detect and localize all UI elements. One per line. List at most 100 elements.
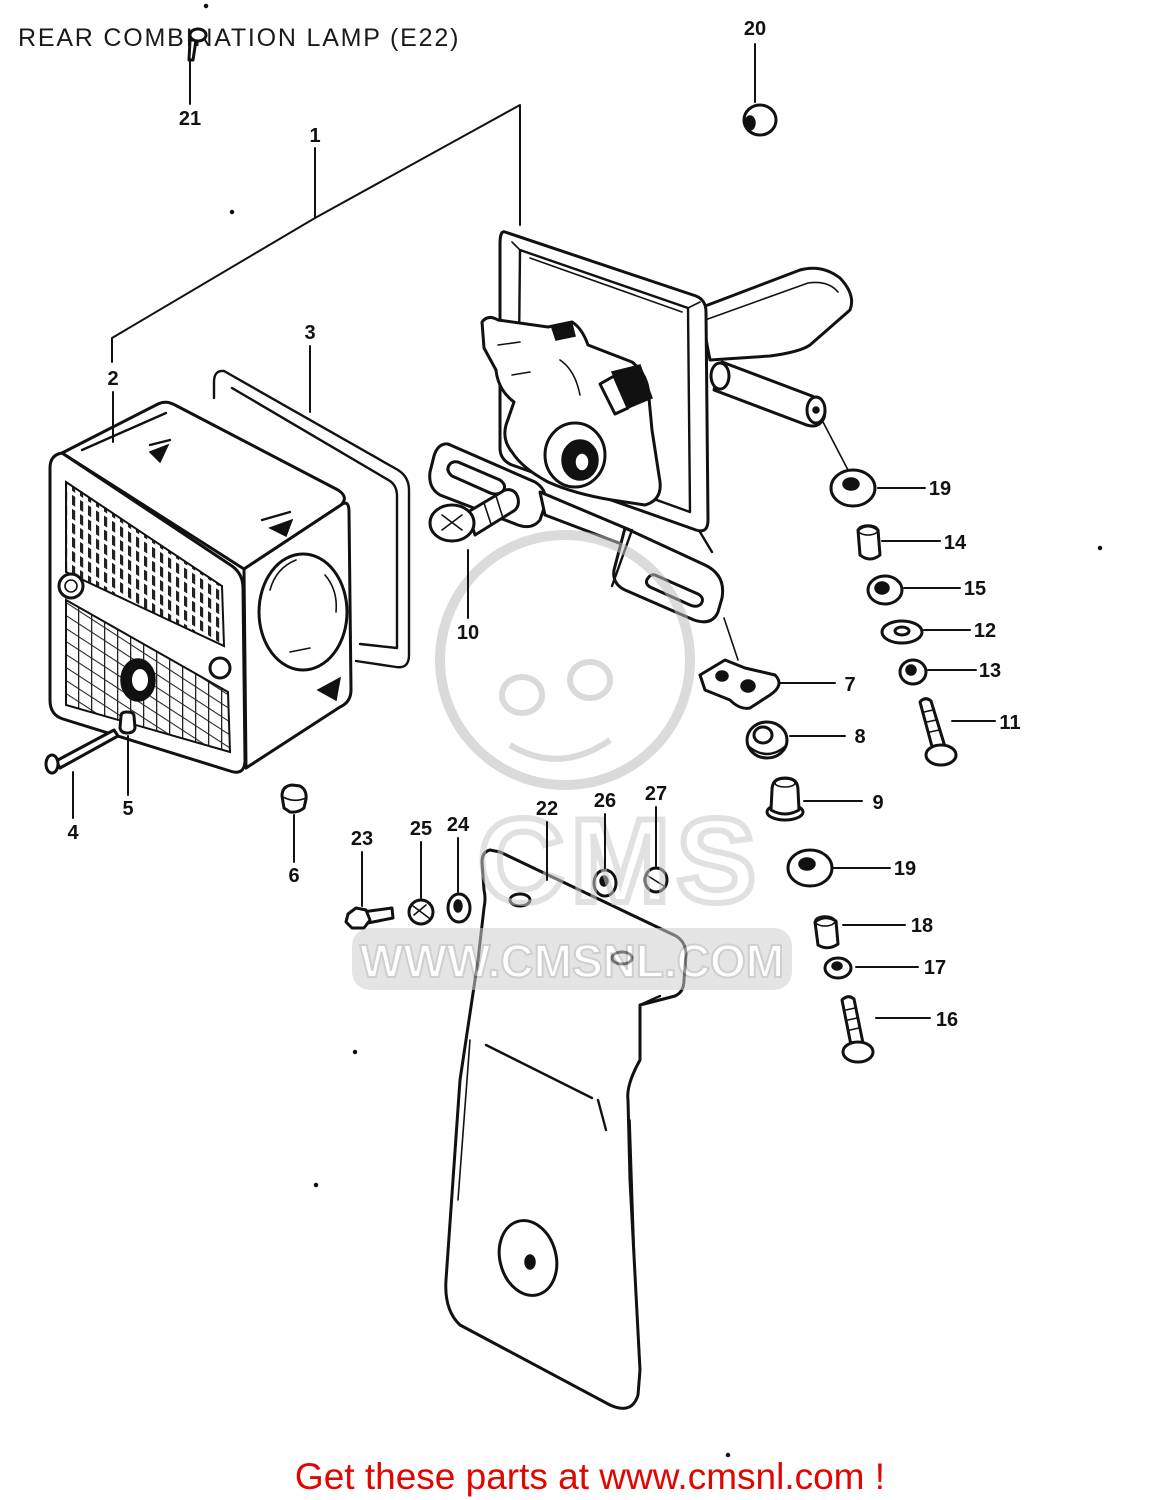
bolt-thread: [923, 709, 940, 733]
bracket-mount-hole-center: [524, 1254, 536, 1270]
washer-hole: [453, 899, 463, 913]
part-24-washer: [446, 892, 472, 924]
tube-centerline: [821, 419, 849, 471]
tube-start: [709, 361, 731, 391]
callout-21: 21: [179, 59, 201, 130]
callout-7: 7: [779, 674, 856, 696]
watermark-logo: CMS: [478, 794, 763, 928]
callout-label: 7: [844, 674, 855, 696]
cap-rim: [282, 796, 307, 802]
callout-label: 19: [929, 478, 951, 500]
bolt-thread: [845, 1007, 860, 1031]
callout-label: 22: [536, 798, 558, 820]
gasket-outer-edge: [212, 369, 411, 669]
part-9-collar: [765, 776, 805, 822]
bolt-head: [841, 1040, 875, 1064]
callout-label: 16: [936, 1009, 958, 1031]
callout-3: 3: [304, 322, 316, 413]
collar-top: [774, 778, 796, 788]
nut-hole: [874, 581, 890, 595]
callout-6: 6: [288, 814, 300, 887]
callout-25: 25: [410, 818, 432, 899]
bulb-base: [466, 488, 520, 537]
watermark: CMS WWW.CMSNL.COM: [352, 530, 792, 990]
watermark-mascot-eye-right: [567, 659, 613, 701]
part-7-terminal: [698, 658, 781, 710]
bulb-holder-slot: [446, 460, 507, 496]
callout-18: 18: [842, 915, 933, 937]
watermark-mascot-outline: [435, 530, 695, 790]
part-21-screw: [187, 27, 208, 62]
callout-16: 16: [875, 1009, 958, 1031]
part-6-cap: [280, 783, 308, 814]
grommet-rim: [746, 744, 788, 756]
side-marker-lens: [257, 552, 349, 672]
part-27-nut: [643, 866, 669, 894]
callout-label: 3: [304, 322, 315, 344]
gasket-inner-edge: [230, 386, 399, 650]
part-10-bulb: [428, 488, 520, 543]
callout-26: 26: [594, 790, 616, 869]
callout-23: 23: [351, 828, 373, 907]
callout-label: 6: [288, 865, 299, 887]
bracket-slot-1: [508, 892, 532, 908]
callout-5: 5: [122, 735, 134, 820]
callout-label: 10: [457, 622, 479, 644]
reflector-right: [208, 656, 232, 680]
callout-label: 9: [872, 792, 883, 814]
bracket-fold: [484, 994, 662, 1132]
socket-terminal-cover: [598, 374, 630, 416]
callout-10: 10: [457, 549, 479, 644]
washer-hole: [893, 625, 911, 637]
callout-2: 2: [107, 368, 119, 443]
part-11-bolt: [918, 697, 958, 767]
callout-label: 27: [645, 783, 667, 805]
callout-label: 23: [351, 828, 373, 850]
reflector-left-inner: [64, 579, 78, 593]
screw-head: [188, 27, 208, 43]
callout-label: 25: [410, 818, 432, 840]
callout-11: 11: [951, 712, 1021, 734]
speck: [352, 1049, 358, 1055]
callout-label: 14: [944, 532, 967, 554]
part-19-nut-lower: [786, 848, 834, 888]
speck: [725, 1452, 731, 1458]
callout-label: 1: [309, 125, 320, 147]
bolt-head: [924, 743, 958, 767]
callout-12: 12: [923, 620, 996, 642]
callout-1: 1: [111, 104, 521, 363]
nut-body: [118, 710, 137, 735]
socket-clip: [551, 323, 576, 341]
callout-label: 21: [179, 108, 201, 130]
bulb-socket-hole-ring: [130, 667, 150, 693]
bracket-arm-edge: [704, 281, 839, 321]
side-marker-lens-shading: [269, 559, 338, 653]
terminal-hole-1: [715, 670, 729, 682]
plate-frame-bevel: [511, 241, 701, 313]
callout-13: 13: [927, 660, 1001, 682]
watermark-mascot-mouth: [508, 737, 612, 762]
speck: [1097, 545, 1103, 551]
callout-label: 8: [854, 726, 865, 748]
callout-20: 20: [744, 18, 766, 103]
washer-hole: [831, 961, 843, 971]
housing-top-shading: [148, 443, 294, 538]
callout-24: 24: [447, 814, 470, 893]
reflector-left: [57, 572, 85, 600]
housing-side-shading: [316, 676, 342, 702]
nut-body: [643, 866, 669, 894]
callout-17: 17: [855, 957, 946, 979]
callout-15: 15: [903, 578, 986, 600]
part-17-washer: [823, 956, 853, 980]
callout-label: 15: [964, 578, 986, 600]
callout-8: 8: [789, 726, 866, 748]
callout-label: 18: [911, 915, 933, 937]
part-13-nut: [898, 658, 928, 686]
part-8-grommet: [745, 720, 789, 760]
upper-lens: [65, 480, 226, 648]
terminal-body: [698, 658, 781, 710]
bracket-arm: [698, 266, 854, 362]
collar-top: [857, 524, 879, 536]
speck: [203, 3, 209, 9]
